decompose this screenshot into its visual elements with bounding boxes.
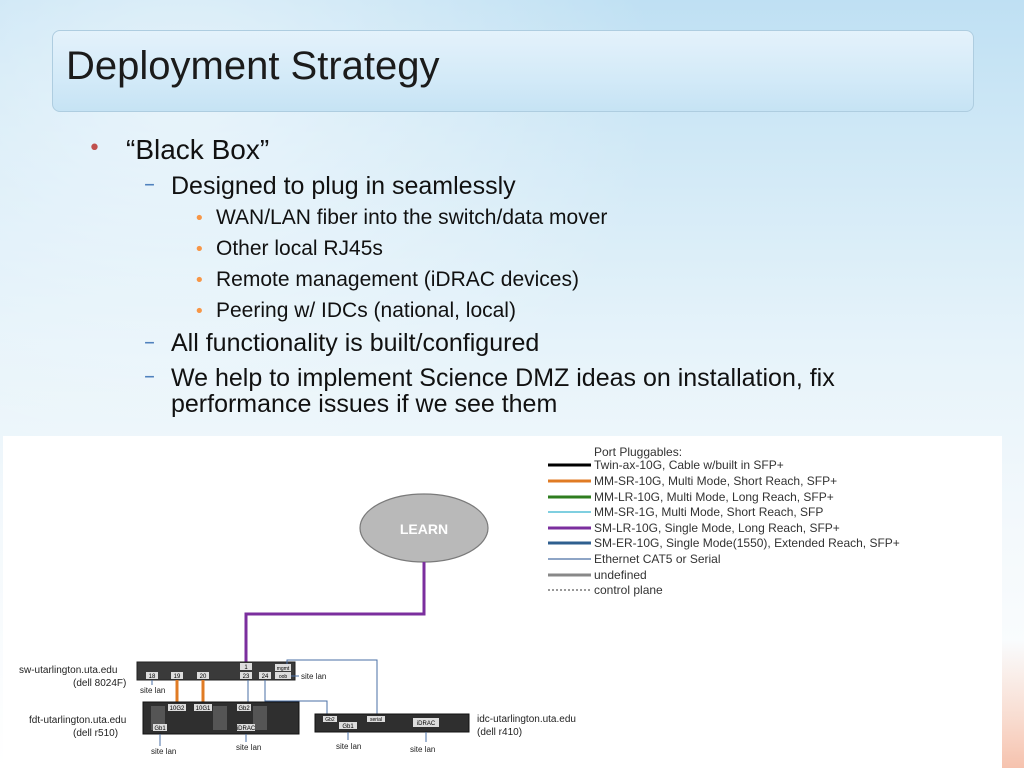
site-lan-label: site lan [236, 743, 261, 752]
bullet-level3-marker: • [194, 301, 205, 322]
sub-sub-bullet-idrac: Remote management (iDRAC devices) [216, 268, 579, 291]
site-lan-label: site lan [151, 747, 176, 756]
site-lan-label: site lan [336, 742, 361, 751]
legend-label-6: Ethernet CAT5 or Serial [594, 552, 721, 566]
switch-port [146, 672, 158, 679]
switch-port [197, 672, 209, 679]
port-label: 23 [243, 674, 250, 680]
port-label: oob [279, 674, 288, 680]
idc-device: Gb2 Gb1 serial iDRAC [314, 713, 470, 733]
fdt-port [168, 704, 186, 711]
port-label: 20 [200, 674, 207, 680]
port-label: 24 [262, 674, 269, 680]
legend-label-8: control plane [594, 583, 663, 597]
legend-label-5: SM-ER-10G, Single Mode(1550), Extended R… [594, 536, 900, 550]
fdt-port [194, 704, 212, 711]
idc-chassis [314, 713, 470, 733]
site-lan-label: site lan [140, 686, 165, 695]
fdt-port [153, 724, 167, 731]
switch-model: (dell 8024F) [73, 678, 126, 689]
link-sm-lr [244, 562, 426, 662]
port-label: mgmt [277, 666, 290, 672]
bullet-level1-marker: • [88, 136, 101, 161]
drive-bay [213, 706, 227, 730]
port-label: Gb1 [342, 724, 354, 730]
switch-port [240, 672, 252, 679]
port-label: Gb1 [154, 726, 166, 732]
legend: Port Pluggables: Twin-ax-10G, Cable w/bu… [548, 445, 900, 597]
port-label: 10G2 [170, 706, 185, 712]
legend-label-0: Twin-ax-10G, Cable w/built in SFP+ [594, 458, 784, 472]
switch-port [240, 663, 252, 670]
idc-port [323, 716, 337, 722]
decorative-swoosh [1002, 640, 1024, 768]
dash-marker: – [144, 364, 155, 389]
idc-model: (dell r410) [477, 727, 522, 738]
sub-bullet-science-dmz-cont: performance issues if we see them [171, 390, 558, 418]
switch-port [171, 672, 183, 679]
network-diagram: LEARN Port Pluggables: Twin-ax-10G, Cabl… [3, 436, 1002, 768]
bullet-level3-marker: • [194, 208, 205, 229]
sub-sub-bullet-peering: Peering w/ IDCs (national, local) [216, 299, 516, 322]
sub-bullet-seamless: Designed to plug in seamlessly [171, 172, 516, 200]
legend-label-3: MM-SR-1G, Multi Mode, Short Reach, SFP [594, 505, 823, 519]
switch-device: 18 19 20 1 23 24 mgmt oob [136, 661, 296, 681]
idc-port [413, 718, 439, 727]
idc-port [367, 716, 385, 722]
port-label: 1 [244, 665, 248, 671]
legend-label-1: MM-SR-10G, Multi Mode, Short Reach, SFP+ [594, 474, 837, 488]
fdt-hostname: fdt-utarlington.uta.edu [29, 715, 126, 726]
legend-label-4: SM-LR-10G, Single Mode, Long Reach, SFP+ [594, 521, 840, 535]
title-bar [52, 30, 974, 112]
fdt-model: (dell r510) [73, 728, 118, 739]
legend-label-7: undefined [594, 568, 647, 582]
dash-marker: – [144, 330, 155, 355]
port-label: Gb2 [238, 706, 250, 712]
dash-marker: – [144, 172, 155, 197]
switch-port [275, 664, 291, 671]
learn-cloud-label: LEARN [400, 521, 448, 537]
port-label: 19 [174, 674, 181, 680]
port-label: iDRAC [417, 721, 436, 727]
fdt-device: 10G2 10G1 Gb2 Gb1 iDRAC [142, 701, 300, 735]
bullet-black-box: “Black Box” [126, 134, 270, 165]
link-ethernet [264, 680, 328, 716]
fdt-port [237, 724, 255, 731]
switch-chassis [136, 661, 296, 681]
switch-port [259, 672, 271, 679]
bullet-level3-marker: • [194, 239, 205, 260]
port-label: 10G1 [196, 706, 211, 712]
sub-sub-bullet-wan: WAN/LAN fiber into the switch/data mover [216, 206, 608, 229]
port-label: serial [370, 717, 382, 723]
legend-label-2: MM-LR-10G, Multi Mode, Long Reach, SFP+ [594, 490, 834, 504]
switch-port [275, 672, 291, 679]
fdt-port [237, 704, 251, 711]
port-label: iDRAC [237, 726, 256, 732]
idc-port [339, 722, 357, 729]
port-label: Gb2 [325, 717, 335, 723]
legend-title: Port Pluggables: [594, 445, 682, 459]
site-lan-label: site lan [410, 745, 435, 754]
idc-hostname: idc-utarlington.uta.edu [477, 714, 576, 725]
bullet-level3-marker: • [194, 270, 205, 291]
drive-bay [253, 706, 267, 730]
port-label: 18 [149, 674, 156, 680]
sub-sub-bullet-rj45: Other local RJ45s [216, 237, 383, 260]
sub-bullet-functionality: All functionality is built/configured [171, 329, 540, 357]
link-ethernet [286, 659, 378, 716]
sub-bullet-science-dmz: We help to implement Science DMZ ideas o… [171, 364, 835, 392]
site-lan-label: site lan [301, 672, 326, 681]
slide-content: • “Black Box” – Designed to plug in seam… [88, 134, 835, 418]
slide-title: Deployment Strategy [66, 44, 440, 88]
switch-hostname: sw-utarlington.uta.edu [19, 665, 117, 676]
